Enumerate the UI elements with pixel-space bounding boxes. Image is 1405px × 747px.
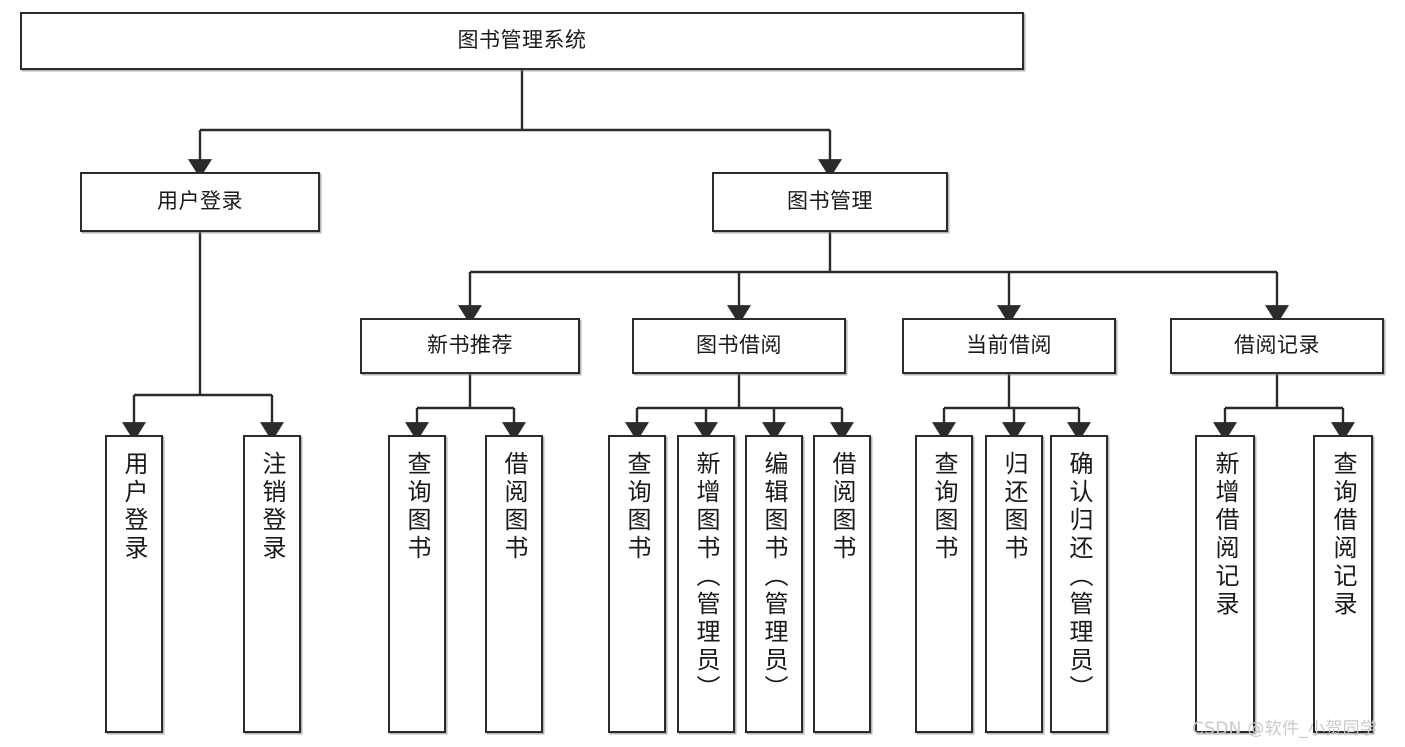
node-leaf-5-label: 查询图书 xyxy=(623,451,651,563)
node-leaf-7-label: 编辑图书（管理员） xyxy=(760,451,788,703)
node-level3-3[interactable]: 当前借阅 xyxy=(902,318,1116,374)
node-leaf-11[interactable]: 确认归还（管理员） xyxy=(1050,435,1108,733)
node-level3-1[interactable]: 新书推荐 xyxy=(360,318,580,374)
node-leaf-4[interactable]: 借阅图书 xyxy=(485,435,543,733)
node-leaf-4-label: 借阅图书 xyxy=(500,451,528,563)
node-level3-2-label: 图书借阅 xyxy=(696,333,782,358)
node-root-system[interactable]: 图书管理系统 xyxy=(20,12,1024,70)
node-leaf-6[interactable]: 新增图书（管理员） xyxy=(677,435,735,733)
node-leaf-9[interactable]: 查询图书 xyxy=(915,435,973,733)
node-level2-2-label: 图书管理 xyxy=(787,189,873,214)
node-leaf-9-label: 查询图书 xyxy=(930,451,958,563)
node-leaf-8[interactable]: 借阅图书 xyxy=(813,435,871,733)
node-leaf-1[interactable]: 用户登录 xyxy=(105,435,163,733)
node-leaf-12-label: 新增借阅记录 xyxy=(1211,451,1239,619)
node-leaf-13-label: 查询借阅记录 xyxy=(1329,451,1357,619)
node-leaf-2[interactable]: 注销登录 xyxy=(243,435,301,733)
node-leaf-3[interactable]: 查询图书 xyxy=(388,435,446,733)
node-level2-2[interactable]: 图书管理 xyxy=(712,172,948,232)
node-leaf-5[interactable]: 查询图书 xyxy=(608,435,666,733)
node-leaf-7[interactable]: 编辑图书（管理员） xyxy=(745,435,803,733)
node-leaf-1-label: 用户登录 xyxy=(120,451,148,563)
node-level3-3-label: 当前借阅 xyxy=(966,333,1052,358)
node-leaf-13[interactable]: 查询借阅记录 xyxy=(1313,435,1373,733)
node-root-system-label: 图书管理系统 xyxy=(457,28,587,53)
node-leaf-8-label: 借阅图书 xyxy=(828,451,856,563)
node-leaf-11-label: 确认归还（管理员） xyxy=(1065,451,1093,703)
csdn-watermark: CSDN @软件_小贺同学 xyxy=(1192,719,1378,739)
node-leaf-3-label: 查询图书 xyxy=(403,451,431,563)
node-leaf-12[interactable]: 新增借阅记录 xyxy=(1195,435,1255,733)
node-level3-2[interactable]: 图书借阅 xyxy=(632,318,846,374)
node-leaf-10[interactable]: 归还图书 xyxy=(985,435,1043,733)
node-level3-4[interactable]: 借阅记录 xyxy=(1170,318,1384,374)
node-level3-1-label: 新书推荐 xyxy=(427,333,513,358)
node-level2-1[interactable]: 用户登录 xyxy=(80,172,320,232)
node-leaf-6-label: 新增图书（管理员） xyxy=(692,451,720,703)
node-leaf-2-label: 注销登录 xyxy=(258,451,286,563)
node-level2-1-label: 用户登录 xyxy=(157,189,243,214)
node-leaf-10-label: 归还图书 xyxy=(1000,451,1028,563)
node-level3-4-label: 借阅记录 xyxy=(1234,333,1320,358)
